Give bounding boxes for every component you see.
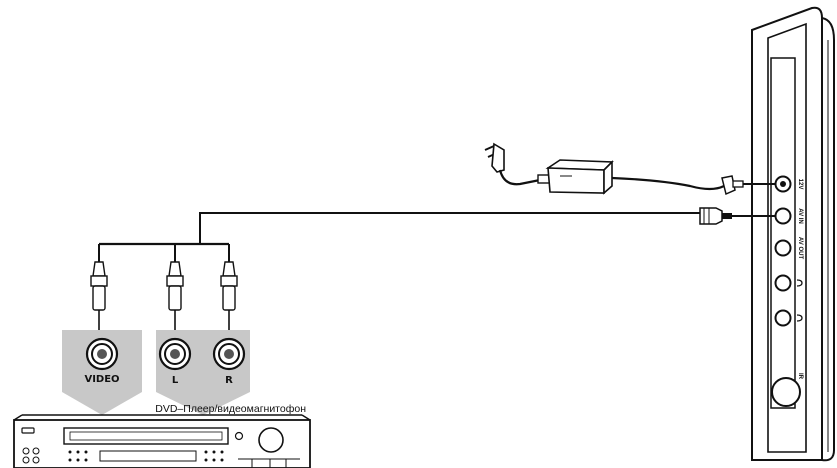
av-cable — [98, 207, 775, 262]
disc-tray[interactable] — [63, 427, 229, 445]
port-headphone-2[interactable] — [774, 309, 792, 327]
headphone-icon — [796, 279, 803, 322]
power-adapter-icon — [545, 159, 614, 195]
audio-left-label: L — [172, 375, 179, 386]
source-device-caption: DVD–Плеер/видеомагнитофон — [155, 403, 306, 415]
device-knob[interactable] — [258, 427, 284, 453]
ac-plug-icon — [484, 142, 505, 173]
portable-player-side: 12V AV IN AV OUT IR — [751, 6, 835, 462]
port-power[interactable] — [774, 175, 792, 193]
ir-window — [771, 377, 801, 407]
rca-plug-left — [166, 261, 184, 345]
port-av-out[interactable] — [774, 239, 792, 257]
rca-plug-video — [90, 261, 108, 345]
label-ir: IR — [797, 373, 803, 380]
port-av-in[interactable] — [774, 207, 792, 225]
rca-plug-right — [220, 261, 238, 345]
device-power-button[interactable] — [21, 427, 35, 434]
device-small-button[interactable] — [234, 431, 244, 441]
power-adapter — [484, 142, 775, 196]
dvd-vcr-device — [13, 414, 311, 468]
label-av-out: AV OUT — [797, 237, 803, 260]
label-power: 12V — [797, 179, 803, 190]
video-jack-label: VIDEO — [84, 374, 119, 385]
label-av-in: AV IN — [797, 208, 803, 224]
audio-jack-panel: L R — [156, 330, 250, 415]
audio-right-label: R — [225, 375, 233, 386]
port-headphone-1[interactable] — [774, 274, 792, 292]
video-jack-panel: VIDEO — [62, 330, 142, 415]
device-display — [99, 450, 197, 462]
device-round-button[interactable] — [22, 447, 30, 455]
